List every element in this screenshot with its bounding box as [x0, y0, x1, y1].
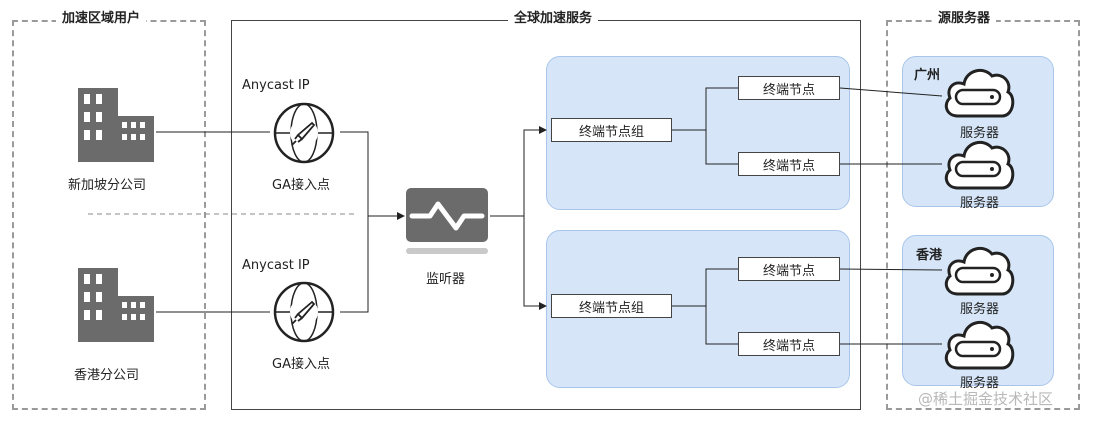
- endpoint-node-box: 终端节点: [738, 257, 840, 281]
- endpoint-node-box: 终端节点: [738, 152, 840, 176]
- region-label-hongkong: 香港: [916, 248, 943, 263]
- user-label-hongkong: 香港分公司: [74, 368, 140, 383]
- server-label: 服务器: [960, 196, 1000, 211]
- rocket-globe-icon: [273, 281, 335, 343]
- listener-wave-icon: [406, 188, 488, 254]
- region-label-guangzhou: 广州: [914, 68, 941, 83]
- cloud-server-icon: [944, 68, 1015, 118]
- building-icon: [78, 88, 154, 162]
- endpoint-node-box: 终端节点: [738, 76, 840, 100]
- ga-zone-title: 全球加速服务: [508, 7, 599, 26]
- server-label: 服务器: [960, 376, 1000, 391]
- endpoint-group-box: 终端节点组: [551, 294, 672, 318]
- server-label: 服务器: [960, 126, 1000, 141]
- rocket-globe-icon: [273, 102, 335, 164]
- cloud-server-icon: [944, 246, 1015, 296]
- ga-access-label: GA接入点: [272, 178, 330, 193]
- origin-zone-title: 源服务器: [932, 7, 997, 26]
- anycast-ip-label: Anycast IP: [242, 78, 310, 93]
- building-icon: [78, 268, 154, 342]
- cloud-server-icon: [944, 320, 1015, 370]
- endpoint-group-box: 终端节点组: [551, 118, 672, 142]
- anycast-ip-label: Anycast IP: [242, 258, 310, 273]
- listener-label: 监听器: [426, 272, 466, 287]
- users-zone-title: 加速区域用户: [56, 7, 147, 26]
- cloud-server-icon: [944, 140, 1015, 190]
- watermark: @稀土掘金技术社区: [918, 390, 1054, 408]
- ga-access-label: GA接入点: [272, 357, 330, 372]
- server-label: 服务器: [960, 302, 1000, 317]
- endpoint-node-box: 终端节点: [738, 332, 840, 356]
- user-label-singapore: 新加坡分公司: [68, 178, 147, 193]
